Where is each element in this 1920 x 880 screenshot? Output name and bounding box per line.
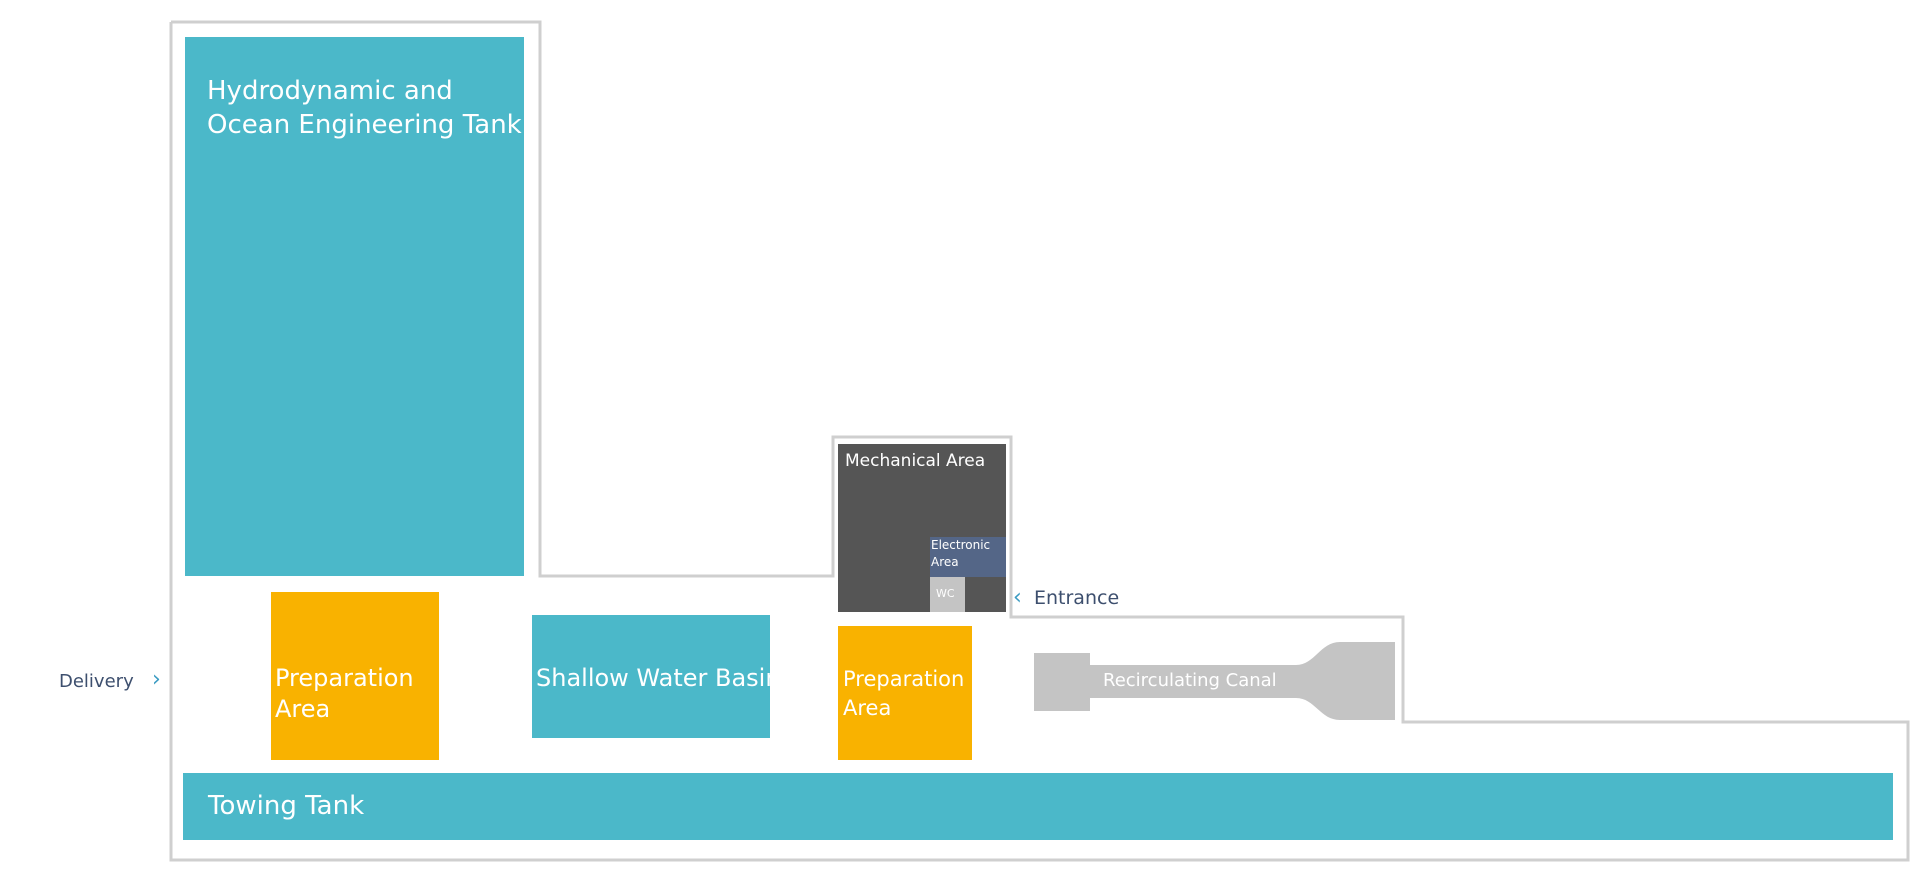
preparation-area-left-label-line1: Preparation xyxy=(275,664,414,692)
preparation-area-left: Preparation Area xyxy=(271,592,439,760)
chevron-left-icon: ‹ xyxy=(1013,585,1022,610)
electronic-area-label-line1: Electronic xyxy=(931,538,991,552)
hydrodynamic-tank-label-line1: Hydrodynamic and xyxy=(207,76,453,106)
recirculating-canal-shape xyxy=(1034,642,1395,720)
electronic-area: Electronic Area xyxy=(930,537,1006,577)
hydrodynamic-tank: Hydrodynamic and Ocean Engineering Tank xyxy=(185,37,524,576)
shallow-water-basin: Shallow Water Basin xyxy=(532,615,781,738)
preparation-area-right: Preparation Area xyxy=(838,626,972,760)
recirculating-canal-label: Recirculating Canal xyxy=(1103,670,1277,691)
towing-tank: Towing Tank xyxy=(183,773,1893,840)
towing-tank-label: Towing Tank xyxy=(208,791,365,821)
electronic-area-label-line2: Area xyxy=(931,555,959,569)
preparation-area-right-label-line1: Preparation xyxy=(843,667,965,691)
wc-label: WC xyxy=(936,587,955,600)
chevron-right-icon: › xyxy=(152,667,161,692)
entrance-label: Entrance xyxy=(1034,587,1120,609)
mechanical-area-label: Mechanical Area xyxy=(845,451,986,471)
hydrodynamic-tank-label-line2: Ocean Engineering Tank xyxy=(207,110,522,140)
preparation-area-left-label-line2: Area xyxy=(275,695,331,723)
preparation-area-right-label-line2: Area xyxy=(843,696,892,720)
delivery-label: Delivery xyxy=(59,671,134,692)
shallow-water-basin-label: Shallow Water Basin xyxy=(536,664,781,692)
mechanical-area: Mechanical Area xyxy=(838,444,1006,612)
wc-room: WC xyxy=(930,577,965,612)
